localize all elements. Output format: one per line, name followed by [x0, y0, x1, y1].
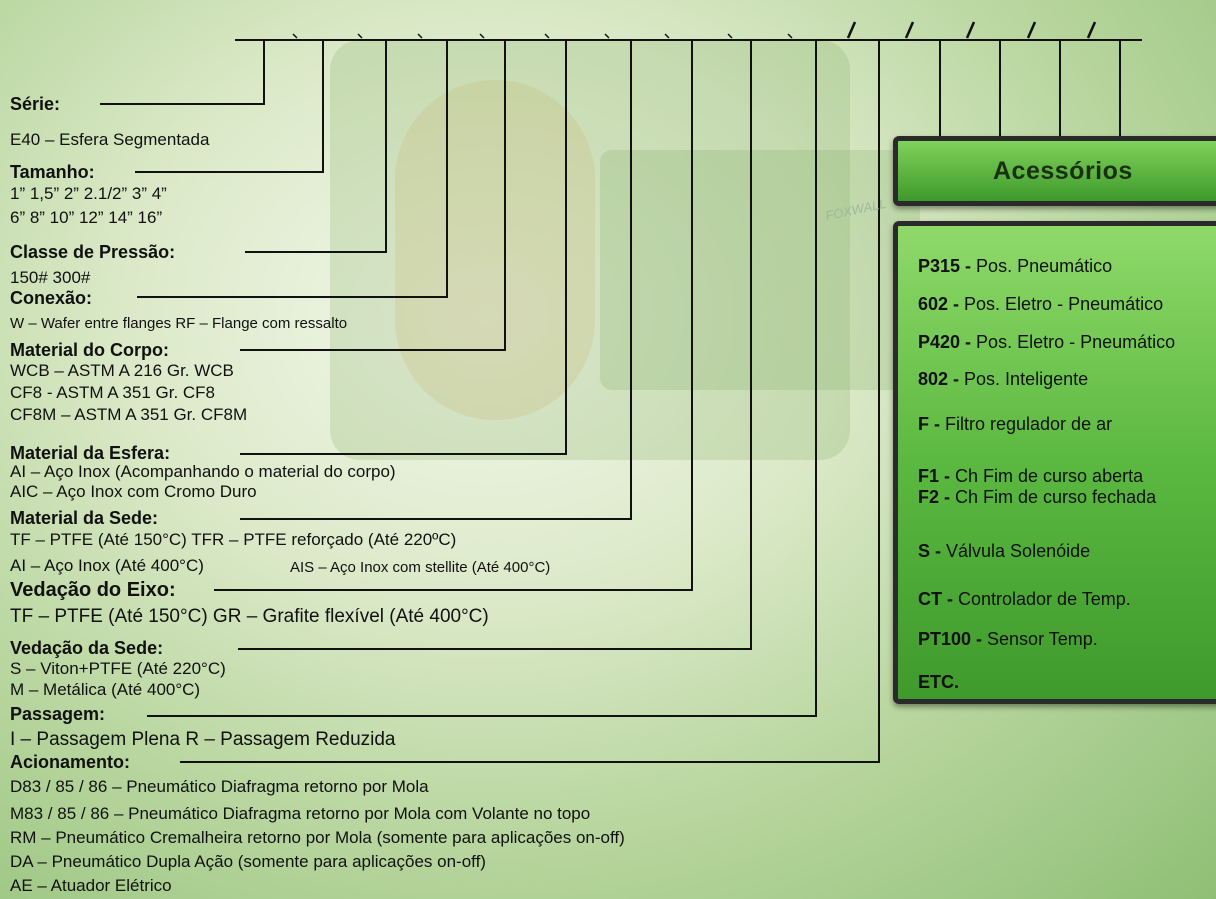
- accessory-item: P315 - Pos. Pneumático: [918, 256, 1113, 276]
- accessory-item: 602 - Pos. Eletro - Pneumático: [918, 294, 1164, 314]
- material-corpo-label: Material do Corpo:: [10, 340, 170, 360]
- vedacao-sede-label: Vedação da Sede:: [10, 638, 164, 658]
- material-esfera-line-2: AIC – Aço Inox com Cromo Duro: [10, 482, 257, 501]
- acionamento-line-2: M83 / 85 / 86 – Pneumático Diafragma ret…: [10, 804, 591, 823]
- accessory-item: S - Válvula Solenóide: [918, 541, 1091, 561]
- valve-flange-illustration: [395, 80, 595, 420]
- accessory-item: F - Filtro regulador de ar: [918, 414, 1113, 434]
- conexao-label: Conexão:: [10, 288, 93, 308]
- accessory-item: ETC.: [918, 672, 960, 692]
- passagem-label: Passagem:: [10, 704, 106, 724]
- material-sede-line-2: AI – Aço Inox (Até 400°C): [10, 556, 204, 575]
- accessory-item: CT - Controlador de Temp.: [918, 589, 1131, 609]
- vedacao-eixo-value: TF – PTFE (Até 150°C) GR – Grafite flexí…: [10, 606, 489, 627]
- accessory-item: 802 - Pos. Inteligente: [918, 369, 1089, 389]
- accessories-title: Acessórios: [993, 156, 1133, 185]
- tamanho-line-2: 6” 8” 10” 12” 14” 16”: [10, 208, 163, 227]
- material-corpo-line-3: CF8M – ASTM A 351 Gr. CF8M: [10, 405, 248, 424]
- valve-actuator-illustration: [600, 150, 920, 390]
- vedacao-sede-line-1: S – Viton+PTFE (Até 220°C): [10, 659, 226, 678]
- tamanho-line-1: 1” 1,5” 2” 2.1/2” 3” 4”: [10, 184, 167, 203]
- serie-value: E40 – Esfera Segmentada: [10, 130, 210, 149]
- valve-body-illustration: [330, 40, 850, 460]
- accessories-header: Acessórios: [893, 136, 1216, 206]
- material-sede-label: Material da Sede:: [10, 508, 159, 528]
- tamanho-label: Tamanho:: [10, 162, 95, 182]
- material-esfera-line-1: AI – Aço Inox (Acompanhando o material d…: [10, 462, 396, 481]
- acionamento-label: Acionamento:: [10, 752, 131, 772]
- vedacao-eixo-label: Vedação do Eixo:: [10, 579, 176, 601]
- material-sede-line-3: AIS – Aço Inox com stellite (Até 400°C): [290, 559, 551, 576]
- classe-label: Classe de Pressão:: [10, 242, 176, 262]
- material-corpo-line-2: CF8 - ASTM A 351 Gr. CF8: [10, 383, 216, 402]
- conexao-value: W – Wafer entre flanges RF – Flange com …: [10, 315, 348, 332]
- acionamento-line-1: D83 / 85 / 86 – Pneumático Diafragma ret…: [10, 777, 429, 796]
- accessory-item: F1 - Ch Fim de curso aberta: [918, 466, 1144, 486]
- serie-label: Série:: [10, 94, 61, 114]
- acionamento-line-4: DA – Pneumático Dupla Ação (somente para…: [10, 852, 486, 871]
- acionamento-line-3: RM – Pneumático Cremalheira retorno por …: [10, 828, 625, 847]
- acionamento-line-5: AE – Atuador Elétrico: [10, 876, 172, 895]
- accessory-item: PT100 - Sensor Temp.: [918, 629, 1098, 649]
- material-esfera-label: Material da Esfera:: [10, 443, 171, 463]
- accessory-item: P420 - Pos. Eletro - Pneumático: [918, 332, 1176, 352]
- accessories-panel: P315 - Pos. Pneumático 602 - Pos. Eletro…: [893, 221, 1216, 704]
- accessory-item: F2 - Ch Fim de curso fechada: [918, 487, 1157, 507]
- classe-value: 150# 300#: [10, 268, 91, 287]
- passagem-value: I – Passagem Plena R – Passagem Reduzida: [10, 729, 396, 750]
- material-corpo-line-1: WCB – ASTM A 216 Gr. WCB: [10, 361, 234, 380]
- material-sede-line-1: TF – PTFE (Até 150°C) TFR – PTFE reforça…: [10, 530, 457, 549]
- vedacao-sede-line-2: M – Metálica (Até 400°C): [10, 680, 201, 699]
